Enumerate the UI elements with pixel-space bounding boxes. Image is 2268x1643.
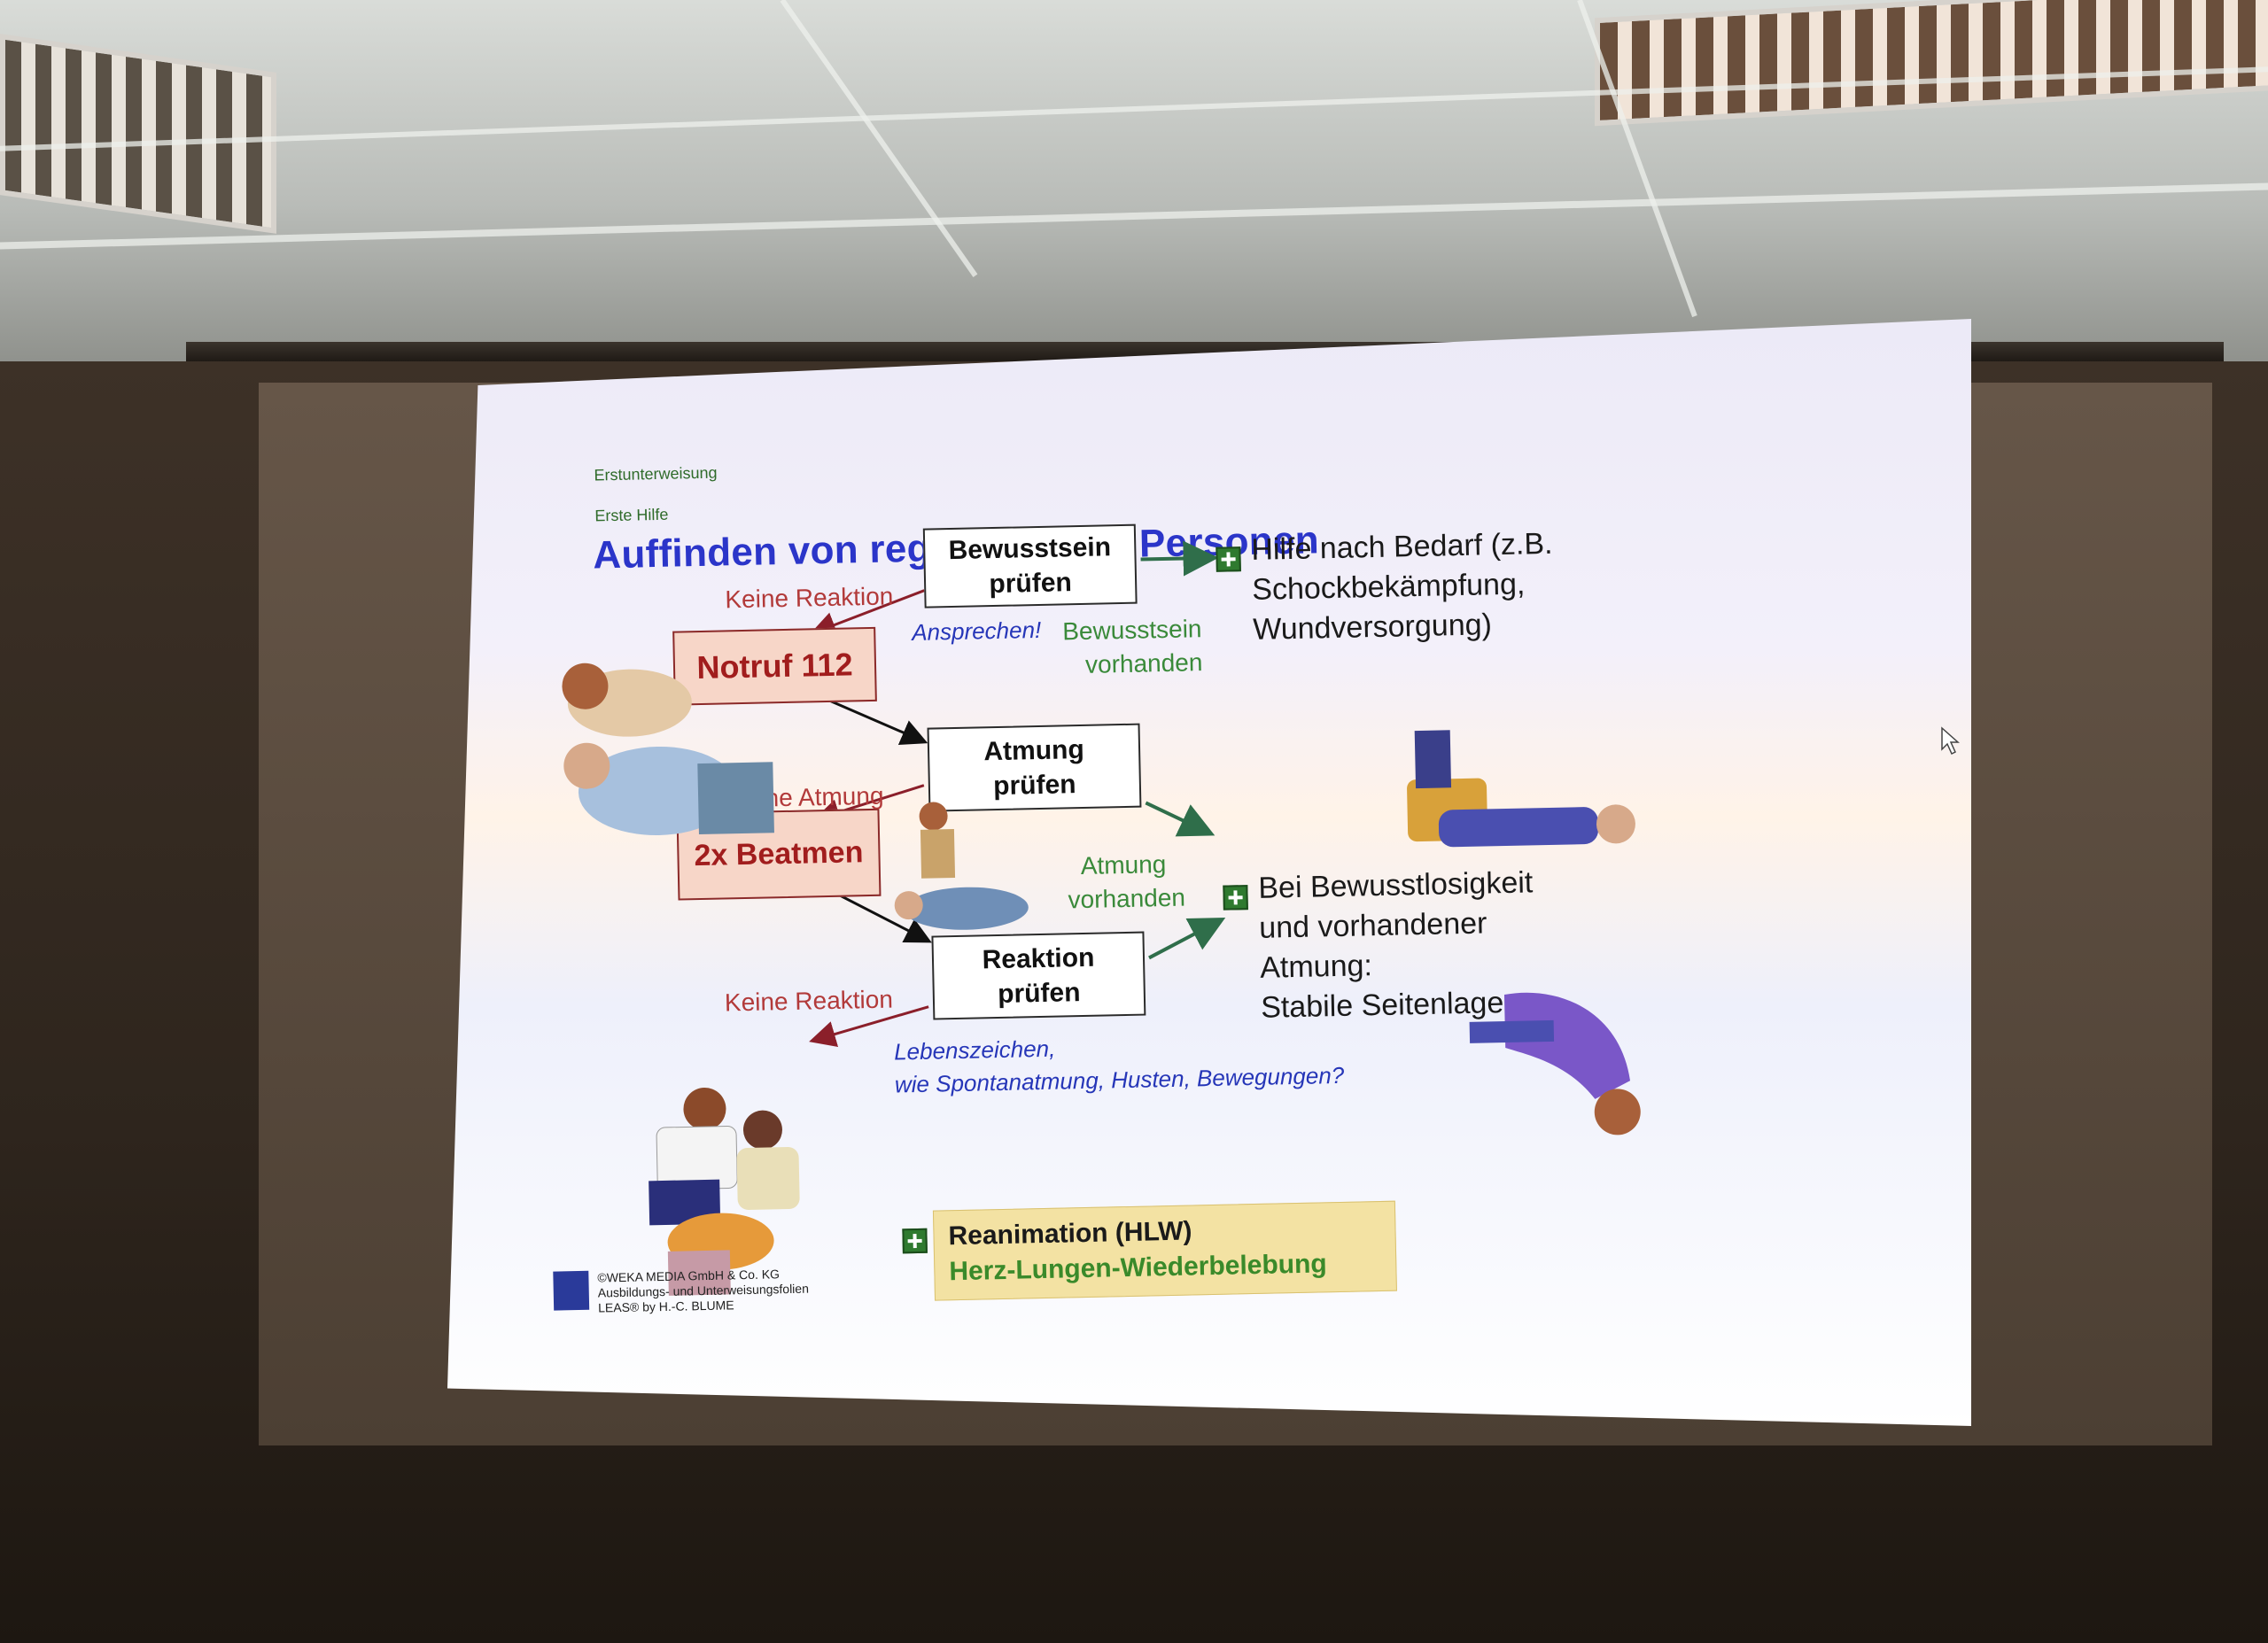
person-lying-legs-up-illustration — [1407, 730, 1635, 848]
arrow-bewusstsein-to-notruf — [809, 589, 925, 638]
arrow-atmung-to-seitenlage — [1145, 801, 1216, 837]
ceiling-tile-line — [0, 66, 2268, 151]
ceiling-vent-left — [0, 34, 276, 234]
weka-logo — [553, 1270, 590, 1311]
ceiling — [0, 0, 2268, 372]
illustrations — [562, 663, 1641, 1296]
ceiling-tile-line — [0, 182, 2268, 250]
arrow-bewusstsein-to-hilfe — [1140, 540, 1219, 577]
projected-slide: Erstunterweisung Erste Hilfe Auffinden v… — [447, 319, 1971, 1426]
slide-footer: ©WEKA MEDIA GmbH & Co. KG Ausbildungs- u… — [597, 1267, 809, 1315]
person-checking-breathing-illustration — [894, 802, 1029, 930]
slide-content: Erstunterweisung Erste Hilfe Auffinden v… — [447, 319, 1971, 1426]
cpr-illustration — [649, 1087, 800, 1296]
person-check-illustration — [562, 663, 774, 836]
flow-arrows — [809, 540, 1226, 1048]
arrow-reaktion-to-reanimation — [809, 1005, 929, 1048]
ceiling-vent-right — [1595, 0, 2268, 127]
arrow-reaktion-to-seitenlage — [1148, 918, 1226, 960]
arrow-notruf-to-atmung — [815, 693, 928, 745]
ceiling-tile-line — [780, 0, 978, 277]
recovery-position-illustration — [1469, 992, 1641, 1135]
